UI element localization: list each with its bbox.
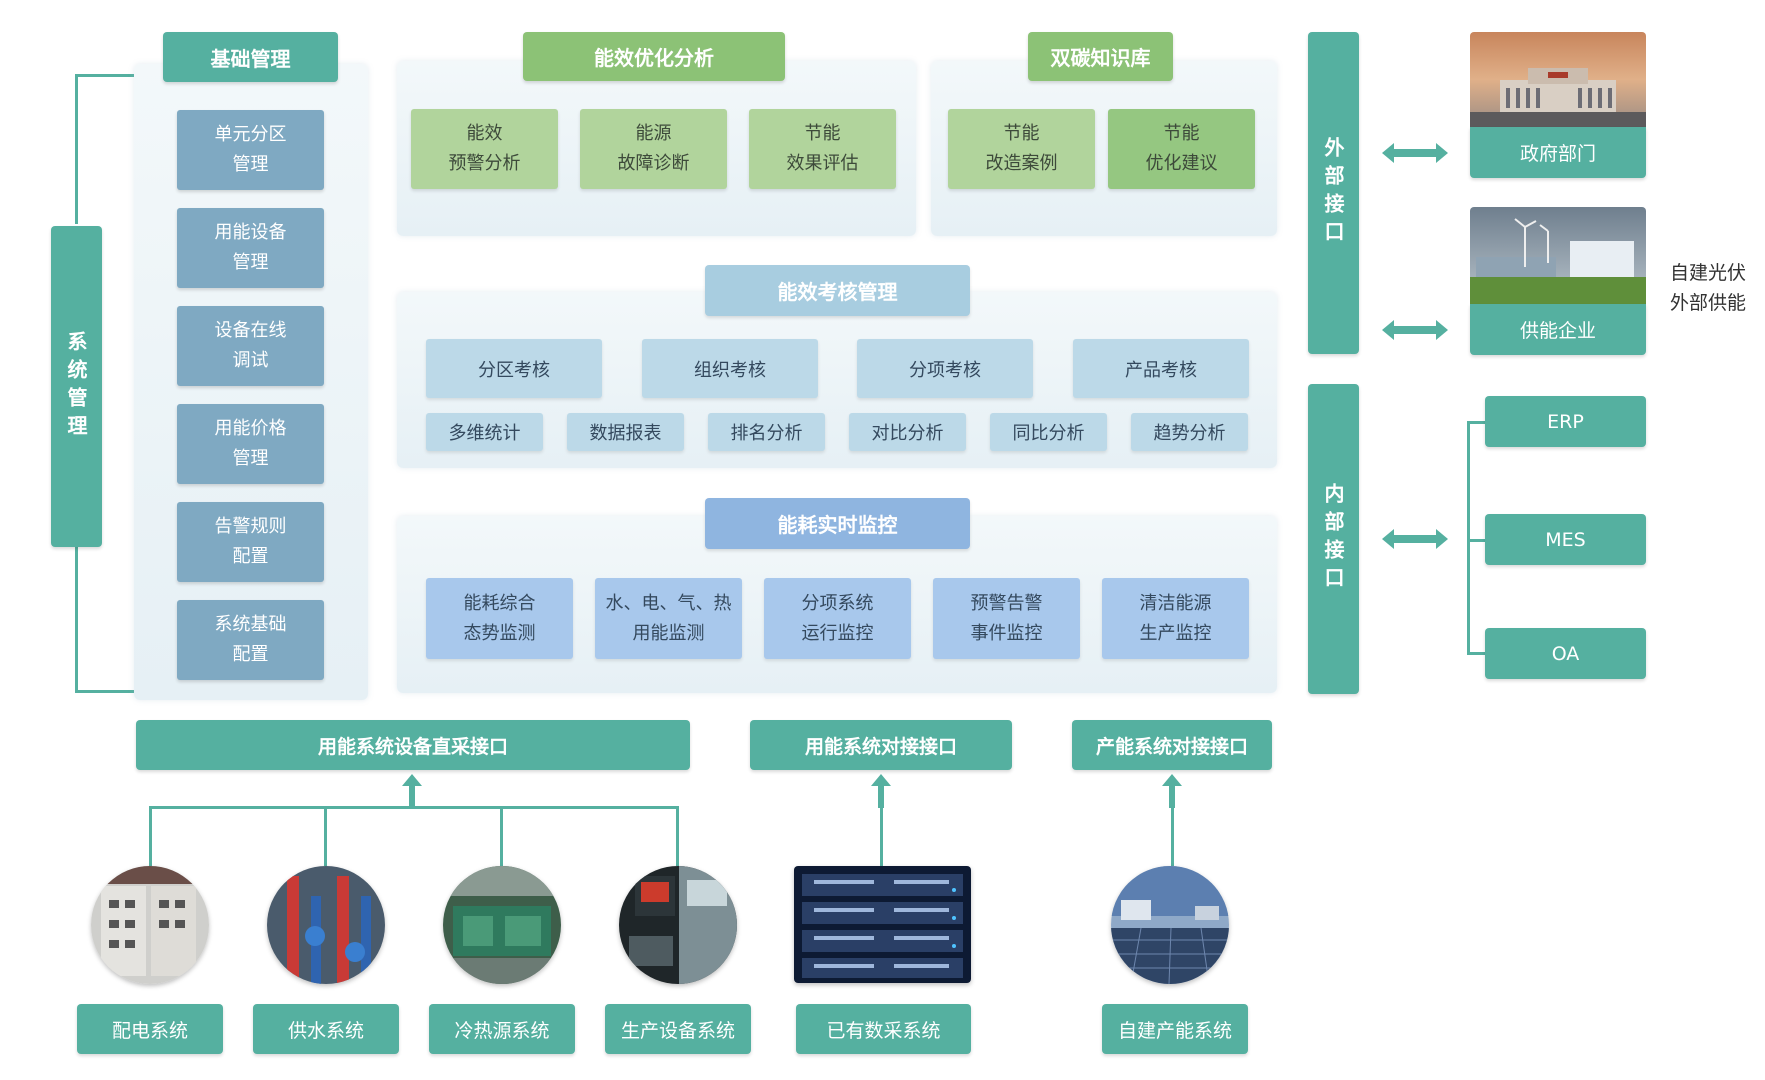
clean-energy-monitoring[interactable]: 清洁能源 生产监控 — [1102, 578, 1249, 659]
water-supply-photo — [267, 866, 385, 984]
energy-price-management[interactable]: 用能价格 管理 — [177, 404, 324, 484]
multi-dimension-stats[interactable]: 多维统计 — [426, 413, 543, 451]
hvac-source-photo — [443, 866, 561, 984]
retrofit-cases[interactable]: 节能 改造案例 — [948, 109, 1095, 189]
comparison-analysis[interactable]: 对比分析 — [849, 413, 966, 451]
double-arrow-icon — [1382, 529, 1448, 549]
up-arrow-icon — [1162, 774, 1182, 808]
up-arrow-icon — [871, 774, 891, 808]
up-arrow-icon — [402, 774, 422, 808]
self-generation-photo — [1111, 866, 1229, 984]
government-department-card[interactable]: 政府部门 — [1470, 127, 1646, 178]
zone-assessment[interactable]: 分区考核 — [426, 339, 602, 398]
data-report[interactable]: 数据报表 — [567, 413, 684, 451]
production-equipment-photo — [619, 866, 737, 984]
product-assessment[interactable]: 产品考核 — [1073, 339, 1249, 398]
energy-system-docking-interface: 用能系统对接接口 — [750, 720, 1012, 770]
existing-data-collection-system[interactable]: 已有数采系统 — [796, 1004, 971, 1054]
external-interface-label: 外部接口 — [1308, 32, 1359, 354]
system-management-label: 系统管理 — [51, 226, 102, 547]
organization-assessment[interactable]: 组织考核 — [642, 339, 818, 398]
subsystem-monitoring[interactable]: 分项系统 运行监控 — [764, 578, 911, 659]
existing-data-collection-photo — [794, 866, 971, 983]
unit-zone-management[interactable]: 单元分区 管理 — [177, 110, 324, 190]
device-online-debug[interactable]: 设备在线 调试 — [177, 306, 324, 386]
hvac-source-system[interactable]: 冷热源系统 — [429, 1004, 575, 1054]
alarm-event-monitoring[interactable]: 预警告警 事件监控 — [933, 578, 1080, 659]
internal-interface-label: 内部接口 — [1308, 384, 1359, 694]
optimization-suggestions[interactable]: 节能 优化建议 — [1108, 109, 1255, 189]
carbon-kb-title: 双碳知识库 — [1028, 32, 1173, 81]
system-base-config[interactable]: 系统基础 配置 — [177, 600, 324, 680]
efficiency-analysis-title: 能效优化分析 — [523, 32, 785, 81]
trend-analysis[interactable]: 趋势分析 — [1131, 413, 1248, 451]
energy-device-management[interactable]: 用能设备 管理 — [177, 208, 324, 288]
assessment-title: 能效考核管理 — [705, 265, 970, 316]
production-system-docking-interface: 产能系统对接接口 — [1072, 720, 1272, 770]
monitoring-title: 能耗实时监控 — [705, 498, 970, 549]
self-generation-system[interactable]: 自建产能系统 — [1102, 1004, 1248, 1054]
efficiency-warning-analysis[interactable]: 能效 预警分析 — [411, 109, 558, 189]
water-supply-system[interactable]: 供水系统 — [253, 1004, 399, 1054]
production-equipment-system[interactable]: 生产设备系统 — [605, 1004, 751, 1054]
oa-system[interactable]: OA — [1485, 628, 1646, 679]
government-building-photo — [1470, 32, 1646, 127]
self-built-pv-note: 自建光伏 外部供能 — [1670, 262, 1747, 314]
yoy-analysis[interactable]: 同比分析 — [990, 413, 1107, 451]
utility-monitoring[interactable]: 水、电、气、热 用能监测 — [595, 578, 742, 659]
direct-collection-interface: 用能系统设备直采接口 — [136, 720, 690, 770]
energy-fault-diagnosis[interactable]: 能源 故障诊断 — [580, 109, 727, 189]
energy-supplier-card[interactable]: 供能企业 — [1470, 304, 1646, 355]
mes-system[interactable]: MES — [1485, 514, 1646, 565]
double-arrow-icon — [1382, 320, 1448, 340]
alarm-rule-config[interactable]: 告警规则 配置 — [177, 502, 324, 582]
energy-saving-evaluation[interactable]: 节能 效果评估 — [749, 109, 896, 189]
comprehensive-monitoring[interactable]: 能耗综合 态势监测 — [426, 578, 573, 659]
ranking-analysis[interactable]: 排名分析 — [708, 413, 825, 451]
energy-supplier-photo — [1470, 207, 1646, 304]
item-assessment[interactable]: 分项考核 — [857, 339, 1033, 398]
power-distribution-photo — [91, 866, 209, 984]
double-arrow-icon — [1382, 143, 1448, 163]
erp-system[interactable]: ERP — [1485, 396, 1646, 447]
basic-management-title: 基础管理 — [163, 32, 338, 82]
power-distribution-system[interactable]: 配电系统 — [77, 1004, 223, 1054]
